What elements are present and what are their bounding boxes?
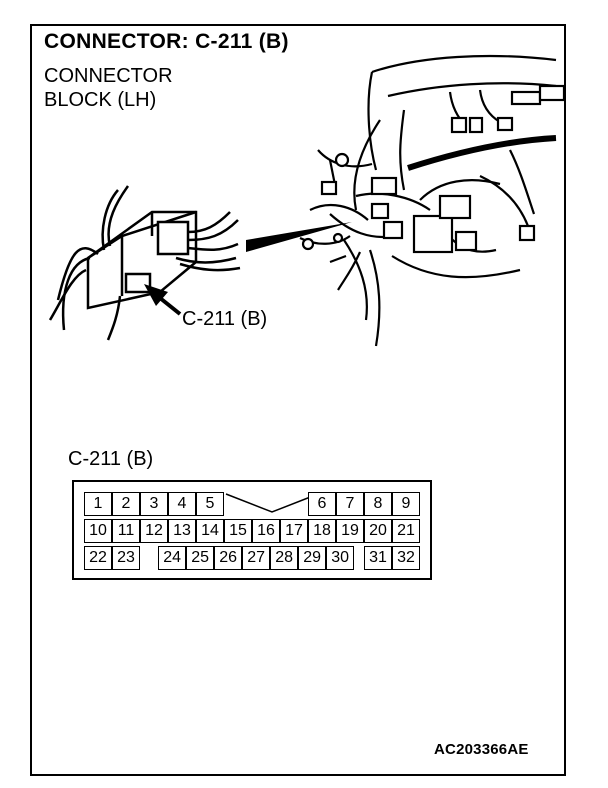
harness-drawing [299,54,566,347]
pin-1: 1 [84,492,112,516]
pin-21: 21 [392,519,420,543]
pin-25: 25 [186,546,215,570]
pin-13: 13 [168,519,196,543]
pin-28: 28 [270,546,299,570]
figure-code: AC203366AE [434,741,529,758]
location-pointer-wedge [246,222,352,252]
pin-26: 26 [214,546,243,570]
pin-24: 24 [158,546,187,570]
pin-16: 16 [252,519,280,543]
pin-32: 32 [392,546,420,570]
pin-12: 12 [140,519,168,543]
callout-arrow [144,284,182,316]
pin-6: 6 [308,492,336,516]
location-label: CONNECTOR BLOCK (LH) [44,64,173,112]
pin-9: 9 [392,492,420,516]
pin-15: 15 [224,519,252,543]
connector-block-drawing [48,185,241,341]
pin-4: 4 [168,492,196,516]
pin-14: 14 [196,519,224,543]
pin-22: 22 [84,546,112,570]
pin-10: 10 [84,519,112,543]
pin-18: 18 [308,519,336,543]
pin-29: 29 [298,546,327,570]
pin-19: 19 [336,519,364,543]
pin-31: 31 [364,546,392,570]
pin-20: 20 [364,519,392,543]
location-label-line-2: BLOCK (LH) [44,89,157,111]
pin-7: 7 [336,492,364,516]
connector-title: CONNECTOR: C-211 (B) [44,30,289,53]
location-label-line-1: CONNECTOR [44,65,173,87]
pin-11: 11 [112,519,140,543]
figure-frame [30,24,566,776]
pin-23: 23 [112,546,140,570]
pin-8: 8 [364,492,392,516]
pinout-title: C-211 (B) [68,448,154,470]
connector-key-notch [225,493,319,513]
pin-30: 30 [326,546,355,570]
pin-3: 3 [140,492,168,516]
connector-callout-label: C-211 (B) [182,308,268,330]
pin-5: 5 [196,492,224,516]
pin-2: 2 [112,492,140,516]
pin-27: 27 [242,546,271,570]
pin-17: 17 [280,519,308,543]
